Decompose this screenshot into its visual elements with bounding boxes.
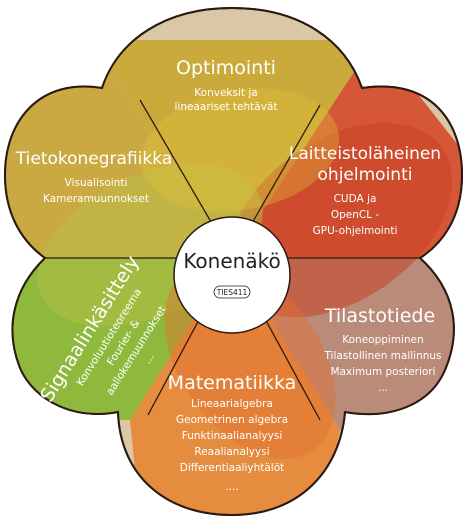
sector-line: Visualisointi [65, 177, 128, 189]
overlap-lens-4 [140, 88, 340, 212]
sector-optimointi: Optimointi Konveksit ja lineaariset teht… [175, 57, 278, 113]
sector-line: GPU-ohjelmointi [313, 225, 398, 237]
sector-line: ... [378, 382, 388, 394]
sector-title: Tilastotiede [324, 305, 435, 327]
center-circle [173, 216, 291, 334]
sector-line: Reaalianalyysi [194, 446, 269, 458]
sector-line: Lineaarialgebra [191, 398, 273, 410]
sector-line: Maximum posteriori [330, 366, 435, 378]
petal-optimointi [92, 40, 375, 258]
center-title: Konenäkö [183, 249, 280, 273]
sector-matematiikka: Matematiikka Lineaarialgebra Geometrinen… [168, 372, 297, 493]
petal-matematiikka [130, 258, 340, 515]
sector-grafiikka: Tietokonegrafiikka Visualisointi Kameram… [15, 149, 172, 205]
sector-line: lineaariset tehtävät [175, 101, 278, 113]
flower-outline-top [3, 6, 464, 517]
sector-line: OpenCL - [331, 209, 380, 221]
sector-title: Tietokonegrafiikka [15, 149, 172, 169]
sector-title: Optimointi [176, 57, 276, 79]
sector-line: Koneoppiminen [342, 334, 424, 346]
sector-line: Geometrinen algebra [176, 414, 288, 426]
course-code: TIES411 [216, 288, 248, 297]
sector-line: Tilastollinen mallinnus [323, 350, 441, 362]
sector-line: Konveksit ja [194, 87, 257, 99]
sector-tilastotiede: Tilastotiede Koneoppiminen Tilastollinen… [323, 305, 441, 394]
sector-line: Kameramuunnokset [43, 193, 149, 205]
sector-line: Differentiaaliyhtälöt [180, 462, 285, 474]
course-code-badge [213, 285, 251, 299]
sector-line: .... [225, 481, 238, 493]
petal-signaali [5, 258, 232, 420]
sector-title: Matematiikka [168, 372, 297, 394]
sector-line: Funktinaalianalyysi [182, 430, 283, 442]
petal-grafiikka [5, 40, 232, 258]
sector-line: CUDA ja [334, 193, 377, 205]
sector-laitteisto: Laitteistoläheinen ohjelmointi CUDA ja O… [289, 144, 441, 237]
sector-title: ohjelmointi [318, 165, 413, 185]
sector-title: Laitteistoläheinen [289, 144, 441, 164]
